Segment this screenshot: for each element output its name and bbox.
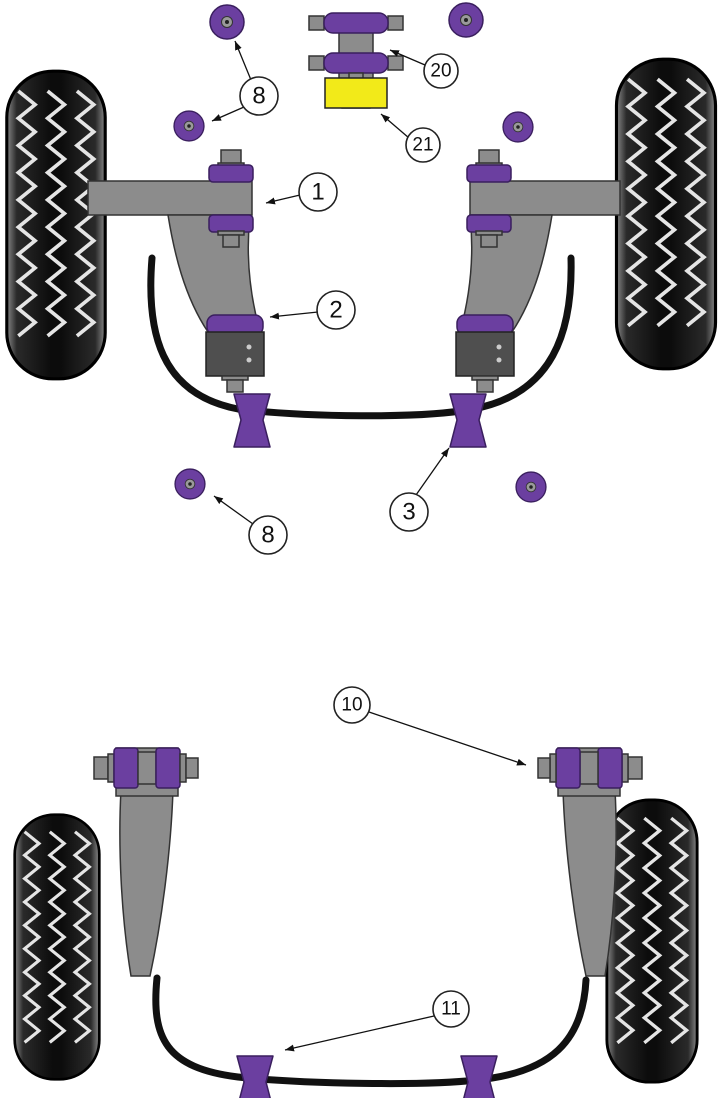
- rear-suspension-view: 10 11: [12, 686, 700, 1098]
- front-right-tire: [614, 57, 718, 371]
- callout-1: 1: [265, 172, 338, 212]
- front-right-control-arm: [459, 180, 621, 333]
- engine-mount-mid-bushing: [323, 52, 389, 74]
- rear-anti-roll-bar-clamp-bushing-right: [460, 1055, 498, 1098]
- rear-right-trailing-arm-front-bushing: [537, 747, 643, 797]
- front-left-control-arm: [87, 180, 261, 333]
- callout-2: 2: [269, 290, 356, 330]
- callout-21-label: 21: [412, 135, 433, 156]
- callout-3: 3: [389, 447, 450, 532]
- engine-mount-assembly: [308, 12, 404, 109]
- cone-washer-bushing-mid-left: [173, 110, 205, 142]
- front-left-tire: [4, 69, 108, 381]
- front-anti-roll-bar-clamp-bushing-right: [449, 393, 487, 448]
- callout-2-label: 2: [329, 297, 342, 324]
- callout-10: 10: [333, 686, 527, 766]
- rear-left-trailing-arm-front-bushing: [93, 747, 199, 797]
- engine-mount-yellow-insert-bushing: [324, 77, 388, 109]
- rear-right-trailing-arm: [562, 789, 617, 977]
- rear-anti-roll-bar-clamp-bushing-left: [236, 1055, 274, 1098]
- front-suspension-view: 8 20 21 1 2 3: [4, 2, 718, 555]
- cone-washer-bushing-mid-right: [502, 111, 534, 143]
- front-anti-roll-bar: [147, 254, 575, 420]
- rear-anti-roll-bar: [152, 974, 590, 1088]
- engine-mount-upper-bushing: [323, 12, 389, 34]
- cone-washer-bushing-top-right: [448, 2, 484, 38]
- callout-1-label: 1: [311, 179, 324, 206]
- callout-8-bottom: 8: [213, 495, 288, 555]
- callout-11-label: 11: [441, 999, 461, 1020]
- front-right-lower-arm-bushing-mount: [455, 314, 515, 393]
- cone-washer-bushing-low-right: [515, 471, 547, 503]
- callout-21: 21: [380, 113, 441, 163]
- rear-left-trailing-arm: [119, 789, 174, 977]
- callout-3-label: 3: [402, 499, 415, 526]
- callout-8-top: 8: [211, 40, 279, 122]
- callout-11: 11: [284, 990, 470, 1052]
- cone-washer-bushing-low-left: [174, 468, 206, 500]
- rear-right-tire: [604, 797, 700, 1085]
- callout-20-label: 20: [430, 61, 451, 82]
- cone-washer-bushing-top-left: [209, 4, 245, 40]
- callout-10-label: 10: [341, 695, 362, 716]
- front-left-lower-arm-bushing-mount: [205, 314, 265, 393]
- callout-20: 20: [389, 49, 459, 89]
- callout-8-top-label: 8: [252, 83, 265, 110]
- callout-8-bottom-label: 8: [261, 522, 274, 549]
- front-anti-roll-bar-clamp-bushing-left: [233, 393, 271, 448]
- rear-left-tire: [12, 812, 102, 1082]
